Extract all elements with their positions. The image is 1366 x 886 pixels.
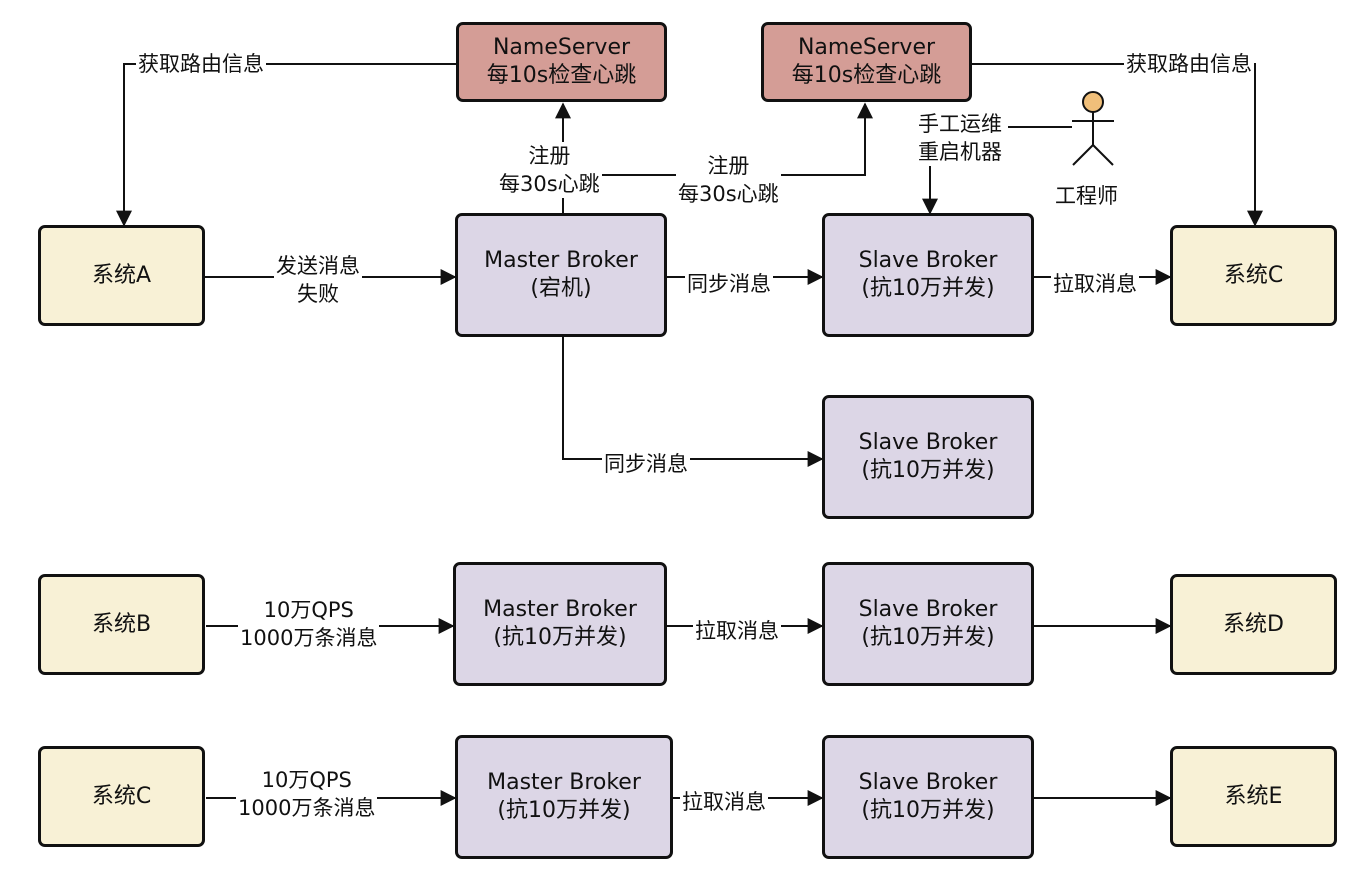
slave-broker-b: Slave Broker (抗10万并发)	[822, 562, 1034, 686]
label-pull-b: 拉取消息	[693, 617, 781, 645]
edge-route-right	[972, 63, 1263, 227]
edge-sync-mid	[562, 337, 824, 467]
label-sync-mid: 同步消息	[602, 450, 690, 478]
slave-broker-top: Slave Broker (抗10万并发)	[822, 213, 1034, 337]
label-qps-c: 10万QPS 1000万条消息	[236, 766, 378, 822]
label-manual-ops: 手工运维 重启机器	[916, 110, 1004, 166]
label-register-right: 注册 每30s心跳	[676, 152, 781, 208]
actor-engineer-name: 工程师	[1055, 184, 1118, 208]
slave-broker-c: Slave Broker (抗10万并发)	[822, 735, 1034, 859]
master-broker-b: Master Broker (抗10万并发)	[453, 562, 667, 686]
slave-broker-mid: Slave Broker (抗10万并发)	[822, 395, 1034, 519]
label-send-fail: 发送消息 失败	[274, 252, 362, 308]
label-sync-top: 同步消息	[685, 270, 773, 298]
label-qps-b: 10万QPS 1000万条消息	[238, 596, 380, 652]
label-route-right: 获取路由信息	[1124, 50, 1254, 78]
engineer-stick-figure-icon	[1072, 91, 1114, 166]
label-pull-c: 拉取消息	[680, 788, 768, 816]
edge-manual-ops	[930, 126, 1072, 213]
system-e: 系统E	[1170, 746, 1337, 847]
label-pull-top: 拉取消息	[1051, 270, 1139, 298]
system-c-top: 系统C	[1170, 225, 1337, 326]
master-broker-top: Master Broker (宕机)	[455, 213, 667, 337]
nameserver-right: NameServer 每10s检查心跳	[761, 22, 972, 102]
system-d: 系统D	[1170, 574, 1337, 675]
edge-route-left	[116, 63, 457, 227]
master-broker-c: Master Broker (抗10万并发)	[455, 735, 673, 859]
system-c-bottom: 系统C	[38, 746, 205, 847]
system-b: 系统B	[38, 574, 205, 675]
label-route-left: 获取路由信息	[136, 50, 266, 78]
label-register-left: 注册 每30s心跳	[497, 142, 602, 198]
system-a: 系统A	[38, 225, 205, 326]
nameserver-left: NameServer 每10s检查心跳	[456, 22, 667, 102]
